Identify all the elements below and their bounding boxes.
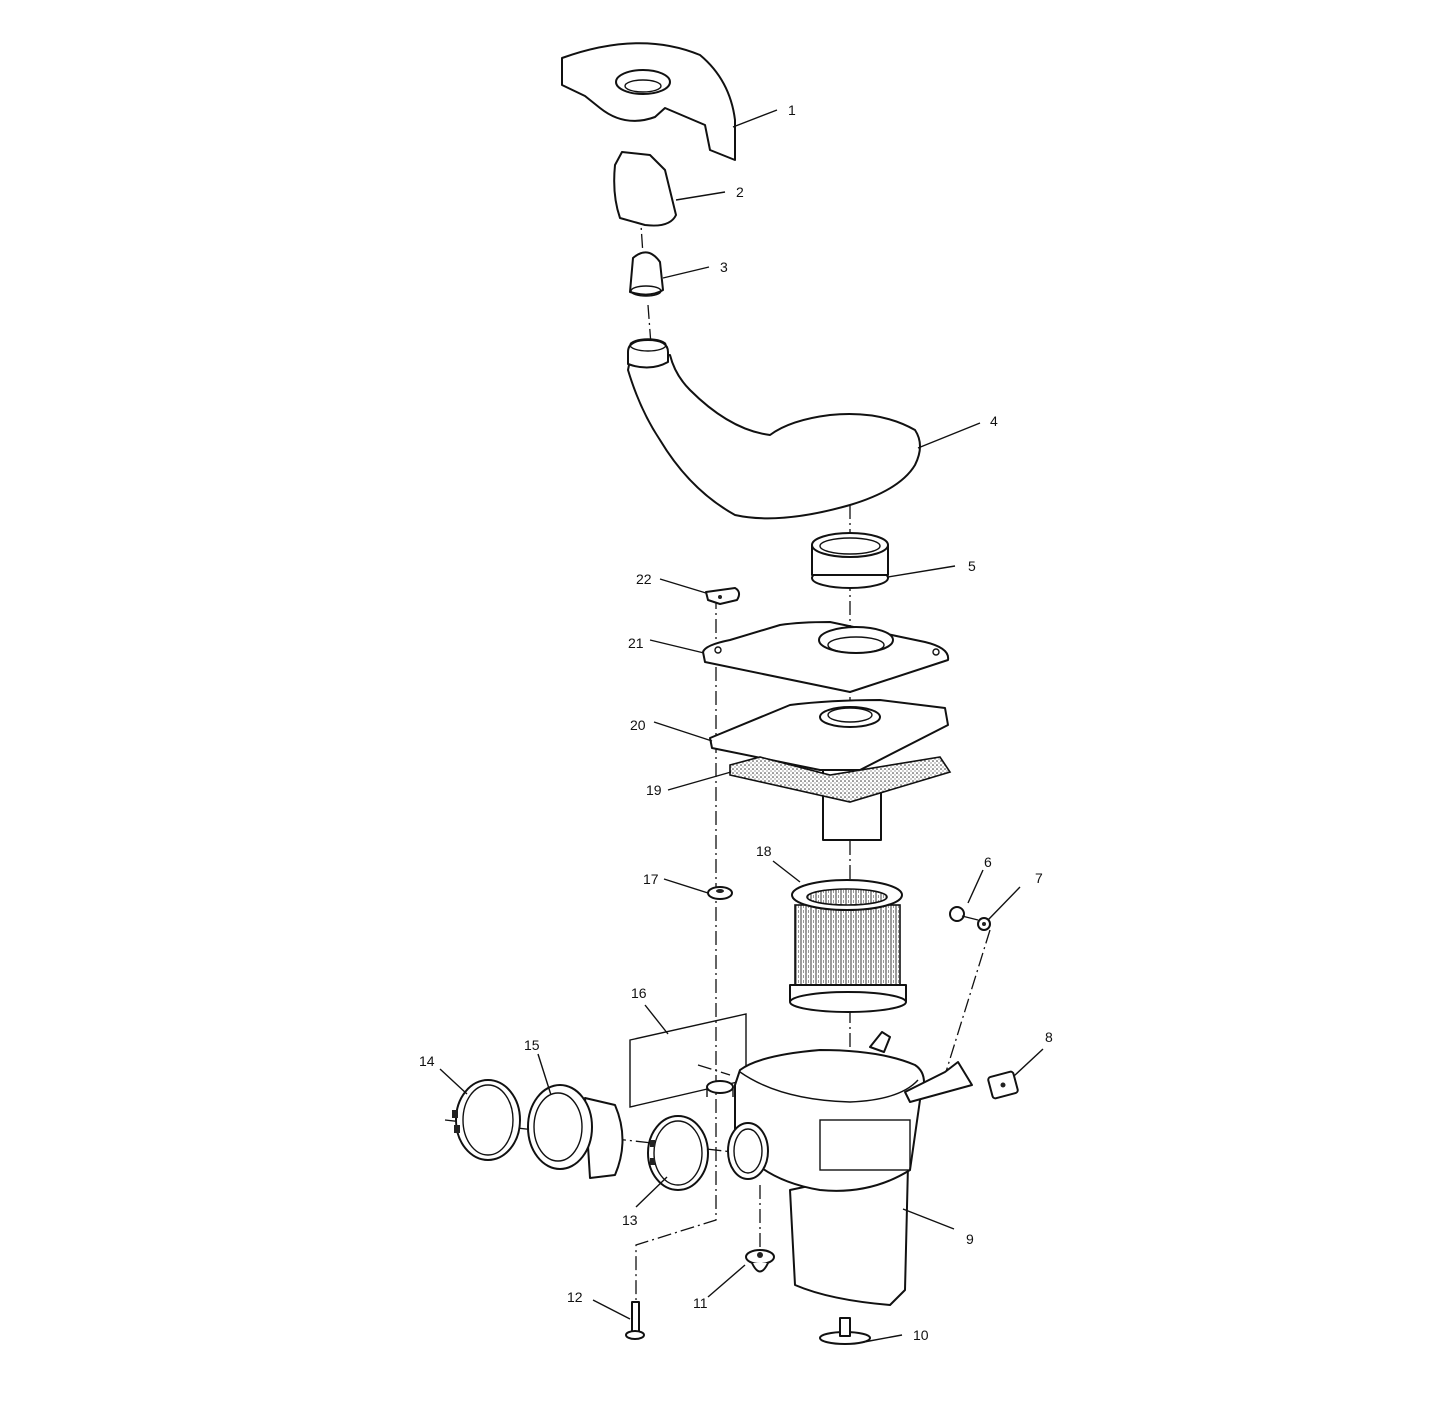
part-1-intake-cover	[561, 42, 736, 161]
callout-15: 15	[524, 1037, 540, 1053]
callout-5: 5	[968, 558, 976, 574]
callout-14: 14	[419, 1053, 435, 1069]
callout-19: 19	[646, 782, 662, 798]
part-2-intake-boot	[613, 151, 677, 227]
part-4-intake-duct	[627, 338, 921, 520]
part-15-adapter-sleeve	[527, 1084, 624, 1179]
callout-16: 16	[631, 985, 647, 1001]
part-16-label-decal	[629, 1013, 747, 1108]
callout-4: 4	[990, 413, 998, 429]
callout-20: 20	[630, 717, 646, 733]
callout-17: 17	[643, 871, 659, 887]
part-11-drain-plug	[745, 1249, 775, 1273]
part-14-clamp	[452, 1079, 521, 1161]
callout-22: 22	[636, 571, 652, 587]
part-18-filter-element	[789, 879, 907, 1013]
part-3-intake-cap	[629, 251, 664, 297]
leader-lines	[439, 109, 1044, 1343]
part-22-clip	[705, 587, 741, 605]
part-19-gasket	[729, 756, 952, 803]
callout-6: 6	[984, 854, 992, 870]
part-17-nut	[707, 886, 733, 900]
callout-8: 8	[1045, 1029, 1053, 1045]
part-10-drain-valve	[819, 1317, 871, 1345]
callout-11: 11	[693, 1295, 708, 1311]
callout-2: 2	[736, 184, 744, 200]
callout-9: 9	[966, 1231, 974, 1247]
callout-7: 7	[1035, 870, 1043, 886]
callout-13: 13	[622, 1212, 638, 1228]
part-13-clamp	[647, 1115, 709, 1191]
part-9-airbox	[727, 1031, 973, 1306]
part-12-screw	[625, 1301, 645, 1340]
part-5-coupler	[811, 532, 889, 589]
callout-1: 1	[788, 102, 796, 118]
callout-3: 3	[720, 259, 728, 275]
callout-10: 10	[913, 1327, 929, 1343]
callout-21: 21	[628, 635, 644, 651]
callout-18: 18	[756, 843, 772, 859]
callout-12: 12	[567, 1289, 583, 1305]
part-7-washer	[977, 917, 991, 931]
part-8-nut-clip	[987, 1070, 1019, 1100]
part-6-bolt	[949, 906, 979, 922]
part-spacer	[706, 1080, 734, 1097]
part-21-airbox-lid	[702, 621, 950, 693]
